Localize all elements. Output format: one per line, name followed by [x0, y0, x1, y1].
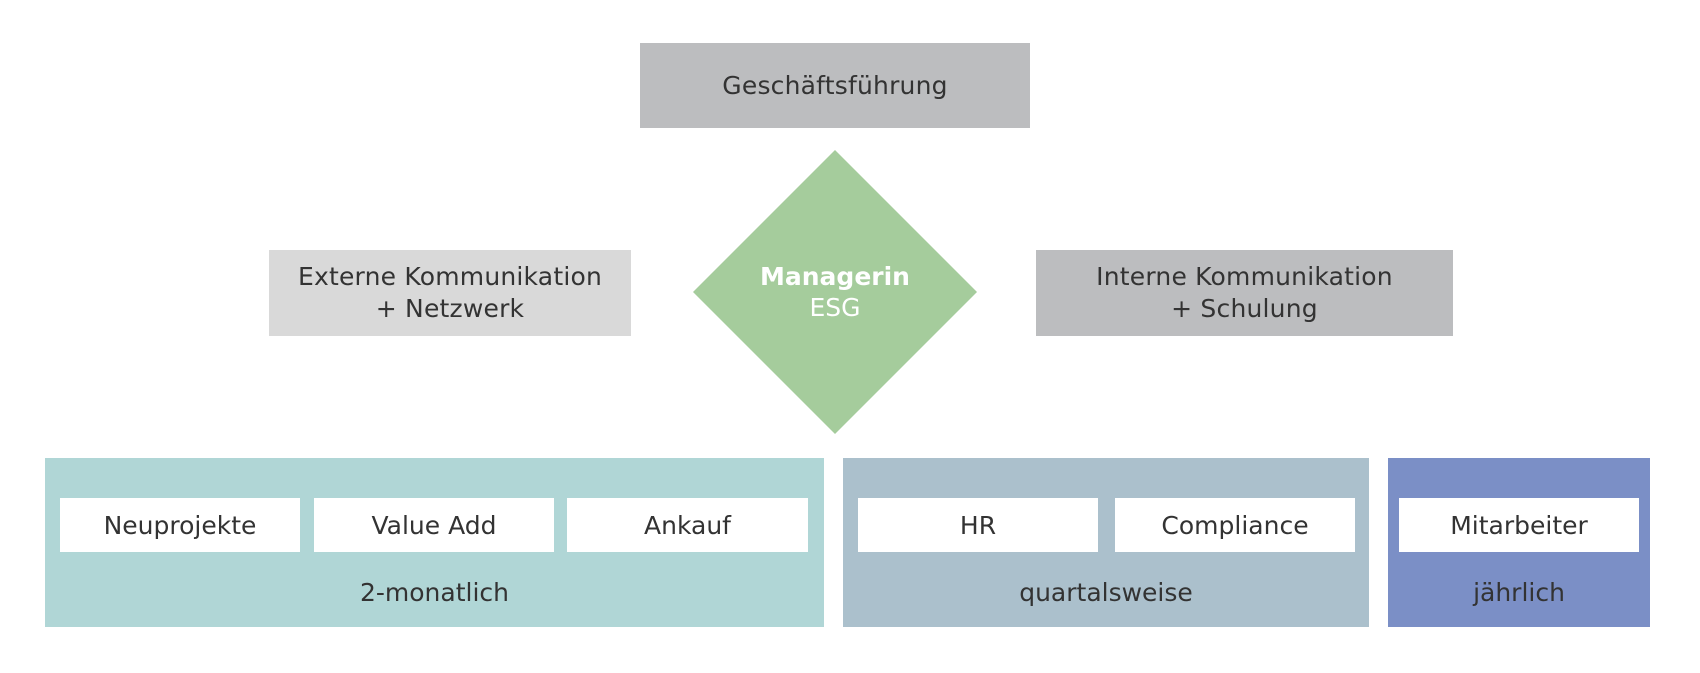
esg-manager-text: Managerin ESG [693, 150, 977, 434]
internal-communication-box: Interne Kommunikation + Schulung [1036, 250, 1453, 336]
external-communication-label: Externe Kommunikation + Netzwerk [297, 262, 603, 323]
esg-manager-subtitle: ESG [809, 293, 861, 322]
frequency-label: jährlich [1473, 578, 1565, 607]
management-label: Geschäftsführung [722, 70, 948, 100]
management-box: Geschäftsführung [640, 43, 1030, 128]
diamond-shape [693, 150, 977, 434]
quarterly-group: HR Compliance quartalsweise [843, 458, 1369, 627]
esg-manager-title: Managerin [760, 262, 910, 291]
chip-mitarbeiter: Mitarbeiter [1399, 498, 1639, 552]
esg-manager-diamond [693, 150, 977, 434]
frequency-label: 2-monatlich [359, 578, 510, 607]
chip-ankauf: Ankauf [567, 498, 808, 552]
frequency-label: quartalsweise [1019, 578, 1193, 607]
bimonthly-group: Neuprojekte Value Add Ankauf 2-monatlich [45, 458, 824, 627]
yearly-group: Mitarbeiter jährlich [1388, 458, 1650, 627]
internal-communication-label: Interne Kommunikation + Schulung [1096, 262, 1393, 323]
chip-compliance: Compliance [1115, 498, 1355, 552]
chip-hr: HR [858, 498, 1098, 552]
chip-neuprojekte: Neuprojekte [60, 498, 300, 552]
external-communication-box: Externe Kommunikation + Netzwerk [269, 250, 631, 336]
chip-value-add: Value Add [314, 498, 554, 552]
